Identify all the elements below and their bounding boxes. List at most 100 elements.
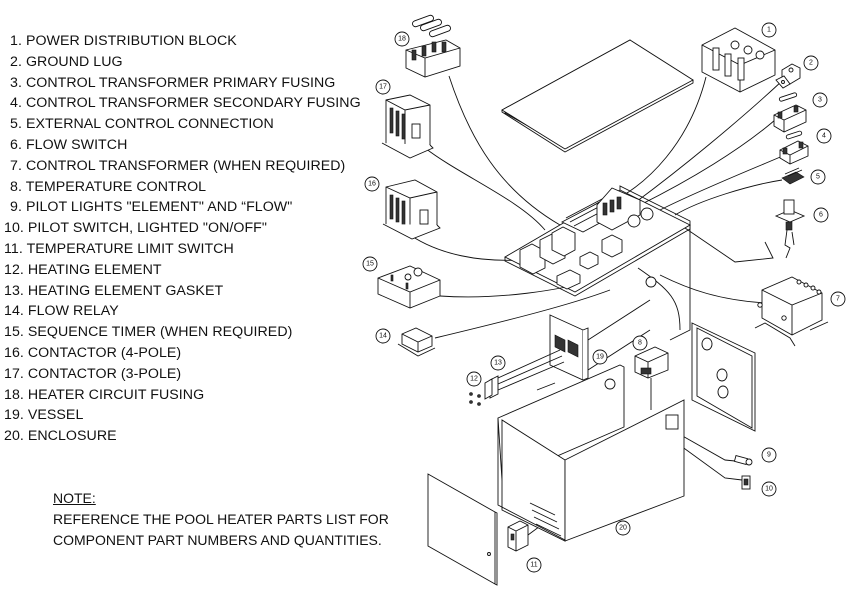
parts-list-item: 4. CONTROL TRANSFORMER SECONDARY FUSING	[10, 93, 361, 114]
callout-number: 14	[379, 333, 387, 340]
parts-list-item: 18. HEATER CIRCUIT FUSING	[4, 385, 361, 406]
callout-13: 13	[490, 355, 506, 371]
temperature-control	[634, 346, 669, 379]
flow-switch	[774, 199, 806, 259]
item-number: 3.	[10, 74, 22, 91]
item-label: TEMPERATURE CONTROL	[25, 178, 207, 195]
callout-number: 5	[816, 174, 820, 181]
item-label: PILOT LIGHTS "ELEMENT" AND “FLOW"	[25, 199, 293, 216]
callout-4: 4	[816, 128, 832, 144]
callout-number: 19	[596, 354, 604, 361]
leader-line	[674, 179, 783, 216]
note-block: NOTE: REFERENCE THE POOL HEATER PARTS LI…	[53, 488, 389, 551]
parts-list-item: 8. TEMPERATURE CONTROL	[10, 177, 361, 198]
callout-3: 3	[812, 92, 828, 108]
temperature-limit-switch	[507, 520, 529, 552]
item-number: 9.	[10, 199, 22, 216]
note-title: NOTE:	[53, 490, 96, 506]
leader-line	[409, 234, 521, 261]
callout-number: 1	[767, 27, 771, 34]
callout-number: 6	[819, 212, 823, 219]
parts-list-item: 9. PILOT LIGHTS "ELEMENT" AND “FLOW"	[10, 197, 361, 218]
callout-2: 2	[803, 55, 819, 71]
callout-19: 19	[592, 349, 608, 365]
item-label: GROUND LUG	[25, 53, 123, 70]
item-number: 7.	[10, 157, 22, 174]
pilot-switch	[741, 475, 751, 490]
parts-list-item: 13. HEATING ELEMENT GASKET	[4, 281, 361, 302]
leader-line	[669, 437, 743, 481]
item-number: 10.	[4, 220, 24, 237]
item-number: 19.	[4, 407, 24, 424]
item-label: TEMPERATURE LIMIT SWITCH	[26, 240, 234, 257]
callout-7: 7	[830, 291, 846, 307]
item-number: 16.	[4, 344, 24, 361]
callout-number: 18	[398, 36, 406, 43]
callout-number: 2	[809, 60, 813, 67]
leader-lines	[409, 75, 786, 536]
callout-17: 17	[375, 79, 391, 95]
leader-line	[639, 119, 776, 206]
item-label: POWER DISTRIBUTION BLOCK	[25, 33, 237, 49]
leader-line	[448, 75, 561, 226]
enclosure	[497, 364, 685, 542]
parts-list-item: 15. SEQUENCE TIMER (WHEN REQUIRED)	[4, 322, 361, 343]
callout-11: 11	[526, 557, 542, 573]
leader-line	[684, 227, 774, 263]
heater-circuit-fusing	[405, 14, 461, 78]
parts-list-item: 14. FLOW RELAY	[4, 301, 361, 322]
secondary-fusing	[779, 130, 809, 165]
parts-list-item: 16. CONTACTOR (4-POLE)	[4, 343, 361, 364]
callout-number: 9	[767, 452, 771, 459]
callout-number: 8	[638, 340, 642, 347]
item-label: SEQUENCE TIMER (WHEN REQUIRED)	[27, 324, 293, 341]
parts-list-item: 20. ENCLOSURE	[4, 426, 361, 447]
parts-list-item: 12. HEATING ELEMENT	[4, 260, 361, 281]
ground-lug	[775, 63, 801, 89]
item-label: HEATING ELEMENT GASKET	[27, 282, 224, 299]
callout-number: 4	[822, 133, 826, 140]
parts-list-item: 5. EXTERNAL CONTROL CONNECTION	[10, 114, 361, 135]
callout-number: 15	[366, 261, 374, 268]
item-number: 12.	[4, 261, 24, 278]
item-label: CONTACTOR (4-POLE)	[27, 344, 182, 361]
item-label: EXTERNAL CONTROL CONNECTION	[25, 116, 274, 133]
parts-list-item: 19. VESSEL	[4, 405, 361, 426]
item-number: 18.	[4, 386, 24, 403]
item-label: PILOT SWITCH, LIGHTED "ON/OFF"	[27, 220, 267, 237]
item-label: CONTROL TRANSFORMER (WHEN REQUIRED)	[25, 157, 346, 174]
callout-20: 20	[615, 520, 631, 536]
callout-number: 12	[470, 376, 478, 383]
contactor-3-pole	[381, 94, 434, 159]
item-label: ENCLOSURE	[27, 428, 117, 445]
callout-number: 13	[494, 360, 502, 367]
enclosure-side-panel	[427, 473, 498, 586]
leader-line	[637, 267, 681, 331]
item-number: 4.	[10, 95, 22, 112]
callout-number: 7	[836, 296, 840, 303]
item-number: 13.	[4, 282, 24, 299]
parts-list-item: 11. TEMPERATURE LIMIT SWITCH	[4, 239, 361, 260]
callout-number: 3	[818, 97, 822, 104]
callout-14: 14	[375, 328, 391, 344]
callout-9: 9	[761, 447, 777, 463]
callout-number: 17	[379, 84, 387, 91]
callout-5: 5	[810, 169, 826, 185]
leader-line	[659, 154, 786, 211]
callout-8: 8	[632, 335, 648, 351]
parts-list-item: 17. CONTACTOR (3-POLE)	[4, 364, 361, 385]
parts-list-item: 3. CONTROL TRANSFORMER PRIMARY FUSING	[10, 73, 361, 94]
item-label: HEATING ELEMENT	[27, 261, 162, 278]
item-label: VESSEL	[27, 407, 84, 424]
parts-list-item: 6. FLOW SWITCH	[10, 135, 361, 156]
leader-line	[624, 80, 783, 211]
item-label: HEATER CIRCUIT FUSING	[27, 386, 205, 403]
enclosure-lid	[501, 39, 694, 153]
flow-relay	[397, 327, 436, 357]
parts-list-item: 10. PILOT SWITCH, LIGHTED "ON/OFF"	[4, 218, 361, 239]
item-number: 20.	[4, 428, 24, 445]
callout-16: 16	[364, 176, 380, 192]
callout-number: 11	[530, 562, 537, 569]
parts-list: 1. POWER DISTRIBUTION BLOCK 2. GROUND LU…	[4, 31, 361, 447]
